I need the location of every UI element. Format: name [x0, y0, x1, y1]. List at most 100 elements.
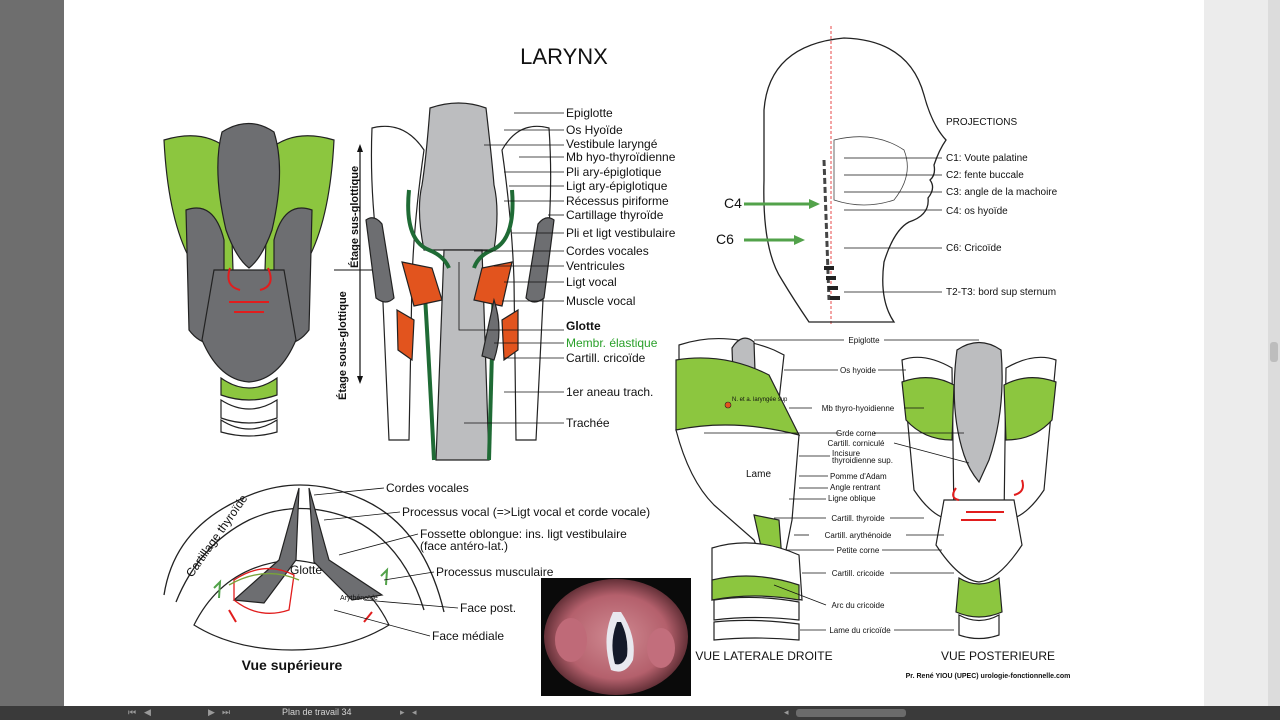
- label-trachee: Trachée: [566, 416, 610, 430]
- arytenoid-label: Arythénoïde: [340, 595, 378, 602]
- label-face-mediale: Face médiale: [432, 629, 504, 643]
- prev-artboard-icon[interactable]: ◀: [144, 707, 151, 717]
- label-cartill-cricoide: Cartill. cricoïde: [566, 351, 646, 365]
- proj-c1: C1: Voute palatine: [946, 153, 1028, 164]
- lat-ligne-oblique: Ligne oblique: [828, 494, 876, 503]
- stage-lower-label: Étage sous-glottique: [336, 291, 349, 400]
- superior-labels: Cordes vocales Processus vocal (=>Ligt v…: [313, 481, 650, 643]
- epiglottis-posterior: [217, 122, 281, 269]
- proj-c4: C4: os hyoïde: [946, 206, 1008, 217]
- coronal-labels: Epiglotte Os Hyoïde Vestibule laryngé Mb…: [458, 106, 676, 430]
- scroll-left-icon[interactable]: ◂: [784, 707, 789, 717]
- arytenoid-left: [232, 487, 300, 604]
- label-glotte: Glotte: [566, 319, 601, 333]
- lat-petite-corne: Petite corne: [837, 546, 880, 555]
- nerve-label: N. et a. laryngée sup: [732, 397, 788, 403]
- cricoid-posterior: [201, 269, 297, 383]
- label-ligt-ary-epiglotique: Ligt ary-épiglotique: [566, 179, 668, 193]
- vertical-scroll-thumb[interactable]: [1270, 342, 1278, 362]
- lat-incisure: Incisure: [832, 449, 861, 458]
- epiglottis-posterior-right: [953, 341, 1003, 484]
- chevron-right-icon[interactable]: ▸: [400, 707, 405, 717]
- lat-corniculate: Cartill. corniculé: [828, 439, 885, 448]
- lat-mb-thyro-hyoidienne: Mb thyro-hyoidienne: [822, 404, 895, 413]
- membrane-left: [406, 189, 451, 269]
- stage-brackets: Étage sus-glottique Étage sous-glottique: [334, 144, 374, 400]
- lat-arc-cricoide: Arc du cricoide: [832, 601, 885, 610]
- label-pli-ary-epiglotique: Pli ary-épiglotique: [566, 165, 662, 179]
- endoscopy-photo: [541, 578, 691, 696]
- lat-grde-corne: Grde corne: [836, 429, 877, 438]
- red-arrow-left: [227, 267, 241, 291]
- first-artboard-icon[interactable]: ⏮: [128, 707, 137, 717]
- lateral-view: N. et a. laryngée sup Lame VUE LATERALE …: [675, 337, 833, 663]
- label-cartillage-thyroide: Cartillage thyroïde: [566, 208, 664, 222]
- epiglottis-coronal: [418, 102, 498, 251]
- proj-t2t3: T2-T3: bord sup sternum: [946, 287, 1056, 298]
- superior-title: Vue supérieure: [242, 657, 343, 673]
- proj-c3: C3: angle de la machoire: [946, 187, 1058, 198]
- label-ligt-vocal: Ligt vocal: [566, 275, 617, 289]
- lat-epiglotte: Epiglotte: [848, 336, 880, 345]
- artboard-name: Plan de travail 34: [282, 707, 352, 717]
- page-title: LARYNX: [520, 44, 608, 69]
- larynx-plate: LARYNX Étage sus-glottique Étage sous-gl…: [163, 26, 1071, 680]
- membrane-right: [472, 189, 515, 269]
- label-processus-musculaire: Processus musculaire: [436, 565, 554, 579]
- head-profile: C4 C6: [716, 26, 947, 324]
- status-bar: ⏮ ◀ ▶ ⏭ Plan de travail 34 ▸ ◂ ◂: [0, 706, 1280, 720]
- right-gutter: [1204, 0, 1280, 706]
- lat-pomme-adam: Pomme d'Adam: [830, 472, 887, 481]
- posterior-view-left: [163, 122, 335, 437]
- lateral-labels: Epiglotte Os hyoide Mb thyro-hyoidienne …: [704, 336, 979, 635]
- label-recessus-piriforme: Récessus piriforme: [566, 194, 669, 208]
- glotte-superior-label: Glotte: [290, 563, 322, 577]
- label-fossette-oblongue: Fossette oblongue: ins. ligt vestibulair…: [420, 527, 627, 541]
- label-cordes-vocales: Cordes vocales: [566, 244, 649, 258]
- lateral-view-title: VUE LATERALE DROITE: [695, 649, 832, 663]
- red-arrow-right: [259, 267, 272, 291]
- trachea-ring-1: [220, 376, 278, 401]
- horizontal-scroll-thumb[interactable]: [796, 709, 906, 717]
- label-fossette-sub: (face antéro-lat.): [420, 539, 508, 553]
- artboard: LARYNX Étage sus-glottique Étage sous-gl…: [64, 0, 1204, 706]
- lat-os-hyoide: Os hyoide: [840, 366, 877, 375]
- credit-line: Pr. René YIOU (UPEC) urologie-fonctionne…: [906, 673, 1071, 680]
- next-artboard-icon[interactable]: ▶: [208, 707, 215, 717]
- proj-c2: C2: fente buccale: [946, 170, 1024, 181]
- c6-marker: C6: [716, 231, 734, 247]
- arytenoid-right: [308, 487, 384, 601]
- trachea-ring-2: [220, 398, 278, 424]
- vocal-muscle-left: [401, 261, 443, 307]
- projections-title: PROJECTIONS: [946, 117, 1017, 128]
- label-vestibule: Vestibule laryngé: [566, 137, 658, 151]
- label-processus-vocal: Processus vocal (=>Ligt vocal et corde v…: [402, 505, 650, 519]
- coronal-section: [365, 102, 555, 461]
- lat-cartill-arythenoide: Cartill. arythénoide: [825, 531, 892, 540]
- label-epiglotte: Epiglotte: [566, 106, 613, 120]
- lat-lame-cricoide: Lame du cricoïde: [829, 626, 891, 635]
- last-artboard-icon[interactable]: ⏭: [222, 707, 231, 717]
- chevron-left-icon[interactable]: ◂: [412, 707, 417, 717]
- trachea-ring-3: [220, 418, 278, 437]
- label-pli-vestibulaire: Pli et ligt vestibulaire: [566, 226, 676, 240]
- lat-cartill-cricoide: Cartill. cricoide: [832, 569, 885, 578]
- lat-angle-rentrant: Angle rentrant: [830, 483, 881, 492]
- label-os-hyoide: Os Hyoïde: [566, 123, 623, 137]
- label-sup-cordes-vocales: Cordes vocales: [386, 481, 469, 495]
- label-membr-elastique: Membr. élastique: [566, 336, 658, 350]
- lat-incisure-sub: thyroidienne sup.: [832, 456, 893, 465]
- label-ventricules: Ventricules: [566, 259, 625, 273]
- label-face-post: Face post.: [460, 601, 516, 615]
- projections-legend: PROJECTIONS C1: Voute palatine C2: fente…: [844, 117, 1058, 298]
- stage-upper-label: Étage sus-glottique: [348, 166, 361, 268]
- red-arrows-horizontal: [229, 301, 269, 313]
- lat-cartill-thyroide: Cartill. thyroide: [831, 514, 885, 523]
- c4-marker: C4: [724, 195, 742, 211]
- proj-c6: C6: Cricoïde: [946, 243, 1002, 254]
- posterior-view-right: VUE POSTERIEURE: [901, 341, 1057, 663]
- lame-label: Lame: [746, 469, 771, 480]
- vocal-muscle-right: [473, 261, 513, 307]
- thyroid-arc-label: Cartillage thyroïde: [183, 492, 251, 580]
- posterior-view-title: VUE POSTERIEURE: [941, 649, 1055, 663]
